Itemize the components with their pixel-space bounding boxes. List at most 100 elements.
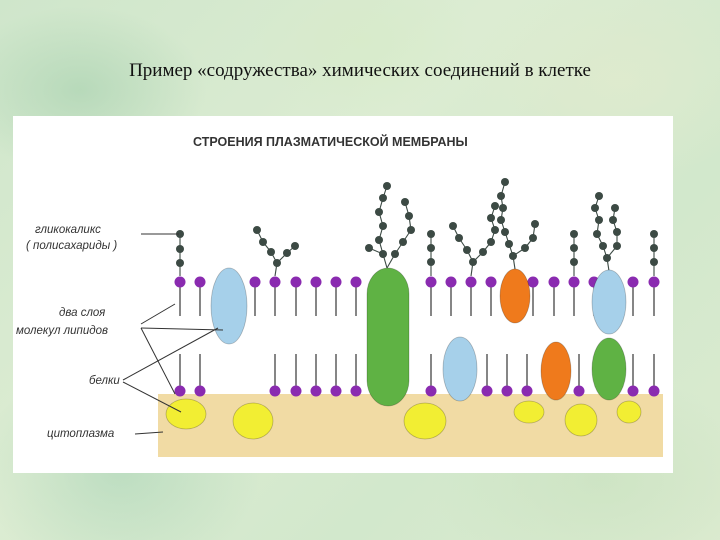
lipid-head bbox=[269, 276, 281, 288]
lipid-head bbox=[568, 276, 580, 288]
sugar-bead bbox=[501, 228, 509, 236]
lipid-head bbox=[627, 276, 639, 288]
sugar-bead bbox=[401, 198, 409, 206]
protein-green-large bbox=[366, 267, 410, 407]
sugar-bead bbox=[613, 242, 621, 250]
diagram-title: СТРОЕНИЯ ПЛАЗМАТИЧЕСКОЙ МЕМБРАНЫ bbox=[193, 134, 468, 149]
membrane-proteins bbox=[165, 267, 642, 440]
lipid-head bbox=[573, 385, 585, 397]
sugar-bead bbox=[487, 214, 495, 222]
sugar-bead bbox=[455, 234, 463, 242]
protein-yellow bbox=[616, 400, 642, 424]
sugar-bead bbox=[650, 258, 658, 266]
sugar-bead bbox=[499, 204, 507, 212]
pointer-lipids-top bbox=[140, 303, 176, 325]
sugar-bead bbox=[599, 242, 607, 250]
lipid-head bbox=[310, 276, 322, 288]
sugar-bead bbox=[479, 248, 487, 256]
membrane-diagram-svg: СТРОЕНИЯ ПЛАЗМАТИЧЕСКОЙ МЕМБРАНЫ гликока… bbox=[16, 134, 663, 457]
protein-green bbox=[591, 337, 627, 401]
label-lipid-molecules: молекул липидов bbox=[16, 325, 108, 337]
sugar-bead bbox=[531, 220, 539, 228]
lipid-head bbox=[627, 385, 639, 397]
lipid-head bbox=[648, 276, 660, 288]
protein-yellow bbox=[165, 398, 207, 430]
label-proteins: белки bbox=[89, 375, 120, 387]
sugar-bead bbox=[595, 216, 603, 224]
sugar-bead bbox=[570, 230, 578, 238]
pointer-protein-yellow bbox=[122, 381, 182, 413]
pointer-cytoplasm bbox=[134, 431, 164, 435]
sugar-bead bbox=[283, 249, 291, 257]
sugar-bead bbox=[259, 238, 267, 246]
lipid-head bbox=[310, 385, 322, 397]
lipid-head bbox=[194, 276, 206, 288]
lipid-head bbox=[648, 385, 660, 397]
sugar-bead bbox=[593, 230, 601, 238]
sugar-bead bbox=[375, 208, 383, 216]
sugar-bead bbox=[491, 202, 499, 210]
sugar-bead bbox=[497, 192, 505, 200]
label-glycocalyx: гликокаликс bbox=[35, 224, 101, 236]
lipid-head bbox=[330, 276, 342, 288]
sugar-bead bbox=[570, 258, 578, 266]
lipid-head bbox=[465, 276, 477, 288]
protein-blue bbox=[442, 336, 478, 402]
protein-blue bbox=[210, 267, 248, 345]
lipid-head bbox=[174, 276, 186, 288]
membrane-diagram: СТРОЕНИЯ ПЛАЗМАТИЧЕСКОЙ МЕМБРАНЫ гликока… bbox=[13, 116, 673, 473]
sugar-bead bbox=[611, 204, 619, 212]
lipid-head bbox=[521, 385, 533, 397]
lipid-head bbox=[290, 276, 302, 288]
pointer-protein-blue bbox=[122, 327, 219, 381]
sugar-bead bbox=[391, 250, 399, 258]
sugar-bead bbox=[650, 230, 658, 238]
lipid-head bbox=[548, 276, 560, 288]
protein-yellow bbox=[232, 402, 274, 440]
lipid-head bbox=[350, 385, 362, 397]
protein-blue bbox=[591, 269, 627, 335]
sugar-bead bbox=[379, 194, 387, 202]
sugar-bead bbox=[529, 234, 537, 242]
lipid-head bbox=[174, 385, 186, 397]
sugar-bead bbox=[463, 246, 471, 254]
sugar-bead bbox=[375, 236, 383, 244]
label-cytoplasm: цитоплазма bbox=[47, 428, 114, 440]
lipid-head bbox=[425, 385, 437, 397]
sugar-bead bbox=[365, 244, 373, 252]
sugar-bead bbox=[176, 230, 184, 238]
sugar-bead bbox=[491, 226, 499, 234]
pointer-lipids-protein bbox=[140, 327, 224, 331]
glycocalyx-chains bbox=[176, 178, 658, 277]
protein-yellow bbox=[403, 402, 447, 440]
sugar-bead bbox=[383, 182, 391, 190]
lipid-bilayer bbox=[174, 276, 660, 397]
sugar-bead bbox=[427, 230, 435, 238]
lipid-head bbox=[425, 276, 437, 288]
lipid-head bbox=[501, 385, 513, 397]
sugar-bead bbox=[405, 212, 413, 220]
lipid-head bbox=[527, 276, 539, 288]
lipid-head bbox=[290, 385, 302, 397]
lipid-head bbox=[194, 385, 206, 397]
lipid-head bbox=[481, 385, 493, 397]
sugar-bead bbox=[613, 228, 621, 236]
sugar-bead bbox=[497, 216, 505, 224]
sugar-bead bbox=[487, 238, 495, 246]
sugar-bead bbox=[427, 258, 435, 266]
sugar-bead bbox=[253, 226, 261, 234]
pointer-lines bbox=[122, 233, 224, 435]
lipid-head bbox=[269, 385, 281, 397]
sugar-bead bbox=[595, 192, 603, 200]
protein-yellow bbox=[564, 403, 598, 437]
protein-orange bbox=[540, 341, 572, 401]
lipid-head bbox=[485, 276, 497, 288]
sugar-bead bbox=[379, 222, 387, 230]
sugar-bead bbox=[176, 245, 184, 253]
label-two-layers: два слоя bbox=[59, 307, 105, 319]
sugar-bead bbox=[291, 242, 299, 250]
label-polysaccharides: ( полисахариды ) bbox=[26, 240, 117, 252]
sugar-bead bbox=[399, 238, 407, 246]
lipid-head bbox=[350, 276, 362, 288]
sugar-bead bbox=[449, 222, 457, 230]
